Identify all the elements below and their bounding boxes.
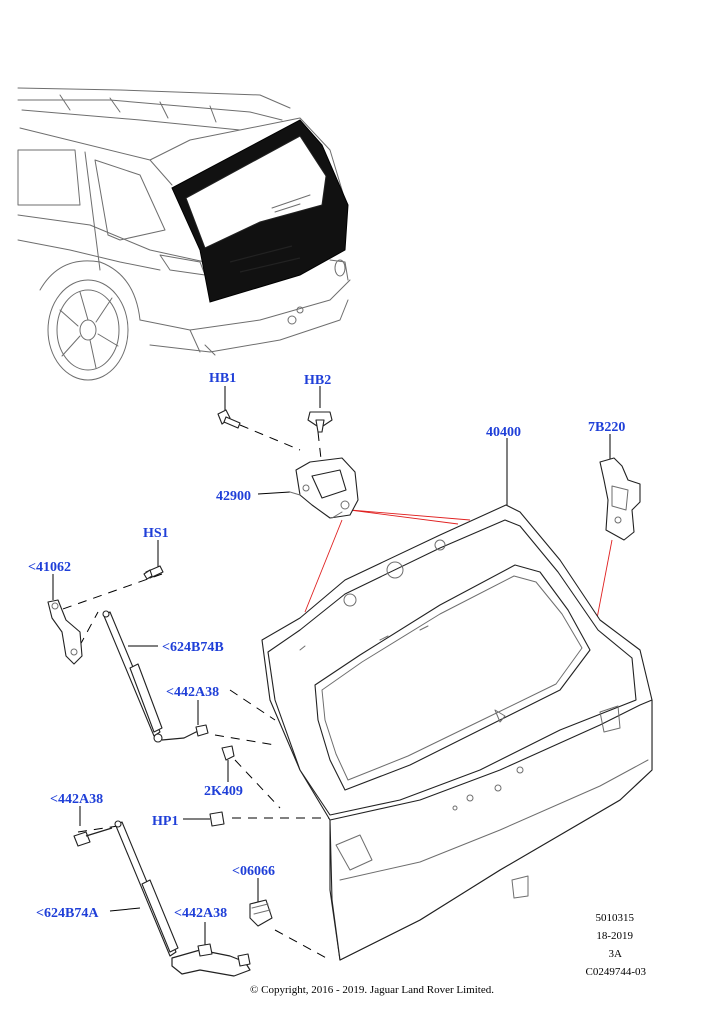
nut-hb2 [307, 411, 333, 433]
callout-41062: <41062 [28, 560, 71, 575]
callout-42900: 42900 [216, 489, 251, 504]
clip-2k409 [221, 745, 235, 761]
callout-hs1: HS1 [143, 526, 169, 541]
callout-hb2: HB2 [304, 373, 331, 388]
callout-labels: HB1 HB2 42900 40400 7B220 HS1 <41062 <62… [28, 371, 625, 921]
latch-7b220 [599, 457, 641, 541]
callout-442a38-bot: <442A38 [174, 906, 227, 921]
strut-624b74a [114, 820, 179, 957]
vehicle-overview [17, 87, 351, 381]
hinge-42900 [289, 457, 359, 519]
copyright-notice: © Copyright, 2016 - 2019. Jaguar Land Ro… [250, 984, 494, 996]
leader-lines [52, 386, 613, 961]
callout-624b74a: <624B74A [36, 906, 99, 921]
pin-hp1 [209, 811, 225, 827]
cable-442a38-bot [171, 943, 251, 977]
cable-442a38-top [161, 724, 209, 741]
stud-hs1 [143, 565, 164, 580]
callout-2k409: 2K409 [204, 784, 243, 799]
strut-624b74b [102, 610, 163, 743]
reference-code-3: 3A [609, 948, 623, 960]
callout-hp1: HP1 [152, 814, 178, 829]
reference-code-1: 5010315 [596, 912, 635, 924]
motor-06066 [249, 899, 273, 927]
reference-block: 5010315 18-2019 3A C0249744-03 [586, 912, 647, 978]
callout-442a38-mid: <442A38 [50, 792, 103, 807]
callout-442a38-top: <442A38 [166, 685, 219, 700]
reference-code-4: C0249744-03 [586, 966, 647, 978]
callout-hb1: HB1 [209, 371, 236, 386]
tailgate-assembly [261, 504, 653, 961]
cable-442a38-mid [73, 827, 113, 847]
bolt-hb1 [217, 409, 241, 429]
reference-code-2: 18-2019 [596, 930, 633, 942]
callout-624b74b: <624B74B [162, 640, 224, 655]
callout-7b220: 7B220 [588, 420, 625, 435]
bracket-41062 [47, 599, 83, 665]
callout-40400: 40400 [486, 425, 521, 440]
callout-06066: <06066 [232, 864, 275, 879]
